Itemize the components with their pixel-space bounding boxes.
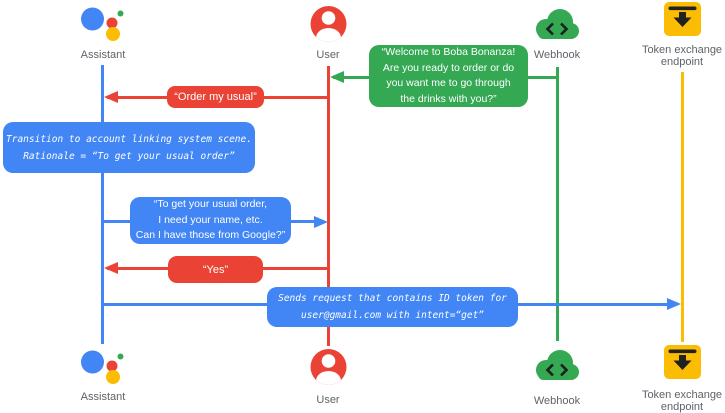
yes-arrowhead-icon — [104, 262, 118, 274]
token-endpoint-lifeline — [681, 72, 684, 342]
transition-note-bubble: Transition to account linking system sce… — [3, 122, 255, 173]
person-icon — [310, 349, 347, 385]
person-icon — [310, 6, 347, 42]
inbox-download-icon — [664, 2, 701, 36]
user-label-top: User — [316, 49, 340, 61]
ask-details-line: Can I have those from Google?” — [135, 229, 286, 242]
ask-details-message-bubble: “To get your usual order, I need your na… — [130, 197, 291, 244]
sends-request-arrowhead-icon — [667, 298, 681, 310]
welcome-message-bubble: “Welcome to Boba Bonanza! Are you ready … — [369, 45, 528, 107]
welcome-line: “Welcome to Boba Bonanza! — [381, 46, 516, 58]
token-endpoint-label-line2: endpoint — [660, 56, 704, 68]
welcome-line: the drinks with you?” — [400, 92, 497, 105]
cloud-code-icon — [536, 9, 579, 39]
inbox-download-icon — [664, 345, 701, 379]
token-endpoint-label-line2: endpoint — [660, 401, 704, 413]
token-endpoint-label-bottom: Token exchange endpoint — [632, 389, 725, 413]
user-label-bottom: User — [316, 394, 340, 406]
ask-details-arrowhead-icon — [314, 216, 328, 228]
welcome-line: Are you ready to order or do — [382, 61, 515, 74]
ask-details-line: “To get your usual order, — [153, 198, 268, 211]
webhook-label-top: Webhook — [533, 49, 581, 61]
google-assistant-icon — [81, 350, 124, 384]
assistant-label-top: Assistant — [80, 49, 126, 61]
token-endpoint-label-line1: Token exchange — [641, 44, 723, 56]
sends-request-line: user@gmail.com with intent=“get” — [300, 310, 485, 321]
assistant-label-bottom: Assistant — [80, 391, 126, 403]
google-assistant-icon — [81, 7, 124, 41]
webhook-label-bottom: Webhook — [533, 395, 581, 407]
sends-request-message-bubble: Sends request that contains ID token for… — [267, 287, 518, 327]
user-lifeline — [327, 66, 330, 346]
assistant-lifeline — [101, 65, 104, 344]
token-endpoint-label-line1: Token exchange — [641, 389, 723, 401]
transition-note-line: Transition to account linking system sce… — [6, 133, 252, 145]
welcome-arrowhead-icon — [330, 71, 344, 83]
webhook-lifeline — [556, 67, 559, 341]
token-endpoint-label-top: Token exchange endpoint — [632, 44, 725, 68]
ask-details-line: I need your name, etc. — [158, 213, 263, 226]
yes-message-bubble: “Yes” — [168, 256, 263, 283]
order-usual-arrowhead-icon — [104, 91, 118, 103]
welcome-line: you want me to go through — [386, 77, 511, 89]
cloud-code-icon — [536, 350, 579, 380]
transition-note-line: Rationale = “To get your usual order” — [23, 150, 235, 162]
sends-request-line: Sends request that contains ID token for — [278, 293, 507, 304]
order-usual-message-bubble: “Order my usual” — [167, 86, 264, 108]
